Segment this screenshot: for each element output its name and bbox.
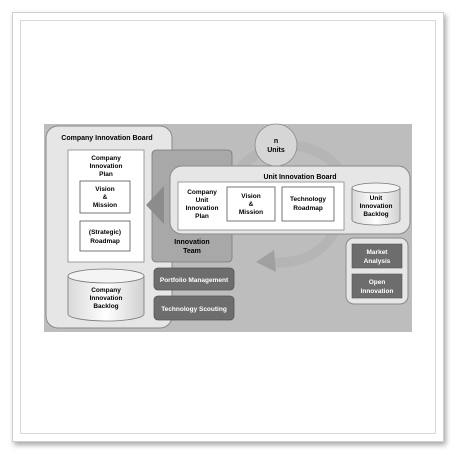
unit-board-title: Unit Innovation Board [263,174,336,181]
unit-vision-line3: Mission [239,209,263,216]
technology-scouting-label: Technology Scouting [161,306,227,313]
innovation-team-line2: Team [183,248,201,255]
unit-backlog-line2: Innovation [360,203,393,210]
market-analysis-line1: Market [367,249,389,256]
company-plan-line1: Company [91,155,121,162]
innovation-team-line1: Innovation [174,239,209,246]
market-analysis-box [351,243,403,269]
company-vision-line3: Mission [93,202,117,209]
unit-plan-line4: Plan [195,213,209,220]
arrow-left-icon [146,186,164,224]
unit-roadmap-line2: Roadmap [293,205,323,212]
market-analysis-line2: Analysis [364,258,391,265]
image-frame-inner [20,20,436,434]
units-circle [254,123,298,167]
unit-backlog-line3: Backlog [363,211,388,218]
unit-vision-line1: Vision [241,193,260,200]
open-innovation-line1: Open [369,279,386,286]
company-roadmap-line2: Roadmap [90,238,120,245]
unit-plan-line3: Innovation [186,205,219,212]
unit-roadmap-box [281,186,335,222]
company-roadmap-line1: (Strategic) [89,229,121,236]
company-backlog-line2: Innovation [90,295,123,302]
company-vision-line2: & [103,194,108,201]
unit-roadmap-line1: Technology [290,196,326,203]
company-vision-box [79,180,131,214]
company-backlog-line1: Company [91,287,121,294]
open-innovation-line2: Innovation [361,288,394,295]
unit-plan-line1: Company [187,189,217,196]
portfolio-management-box [153,267,235,291]
company-roadmap-box [79,220,131,252]
company-plan-line2: Innovation [90,163,123,170]
unit-backlog-line1: Unit [370,195,383,202]
unit-vision-box [226,186,276,222]
units-line1: n [274,138,278,145]
technology-scouting-box [153,295,235,321]
company-vision-line1: Vision [95,186,114,193]
company-backlog-line3: Backlog [93,303,118,310]
unit-backlog-cylinder [351,182,401,226]
units-line2: Units [267,147,285,154]
open-innovation-box [351,273,403,299]
unit-plan-line2: Unit [196,197,209,204]
company-plan-line3: Plan [99,171,113,178]
company-board-title: Company Innovation Board [61,135,152,142]
company-backlog-cylinder [67,268,145,322]
portfolio-management-label: Portfolio Management [160,277,229,284]
unit-vision-line2: & [249,201,254,208]
